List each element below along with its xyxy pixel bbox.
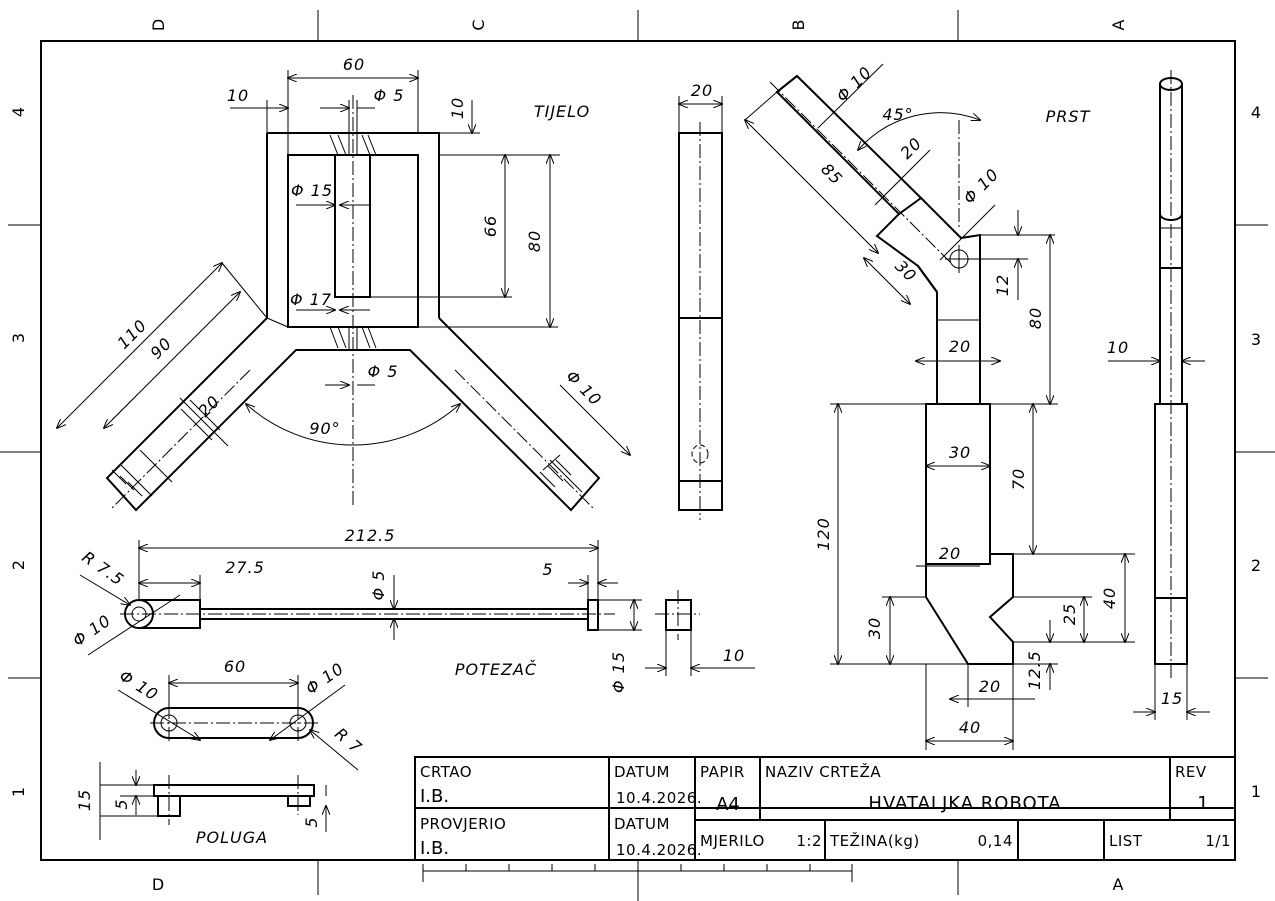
right-dim-15: 15: [1161, 689, 1183, 708]
tijelo-dim-d15: Φ 15: [291, 181, 333, 200]
tijelo-dim-d5-top: Φ 5: [374, 86, 405, 105]
tb-paper-label: PAPIR: [700, 763, 745, 781]
tb-sheet-value: 1/1: [1205, 832, 1231, 850]
tb-checked-value: I.B.: [420, 838, 449, 859]
zone-label-right-3: 3: [1251, 330, 1261, 349]
tb-name-value: HVATALJKA ROBOTA: [868, 793, 1061, 814]
side-dim-20: 20: [691, 81, 713, 100]
prst-title: PRST: [1046, 107, 1091, 126]
tb-drawn-label: CRTAO: [420, 763, 472, 781]
zone-label-right-1: 1: [1251, 782, 1261, 801]
prst-dim-85: 85: [817, 159, 846, 188]
tb-scale-label: MJERILO: [700, 832, 765, 850]
prst-dim-40-bottom: 40: [959, 718, 981, 737]
poluga-dim-d10-right: Φ 10: [302, 659, 347, 699]
prst-dim-20-jaw: 20: [939, 544, 961, 563]
poluga-view: [150, 705, 320, 825]
zone-label-left-4: 4: [9, 107, 28, 117]
tijelo-dim-d10: Φ 10: [562, 367, 605, 410]
potezac-dim-5: 5: [542, 560, 553, 579]
tb-date-label-2: DATUM: [614, 815, 670, 833]
tb-scale-value: 1:2: [796, 832, 822, 850]
poluga-title: POLUGA: [196, 828, 268, 847]
zone-label-right-2: 2: [1251, 556, 1261, 575]
poluga-dim-15: 15: [75, 789, 94, 811]
tijelo-title: TIJELO: [534, 102, 590, 121]
side-view: 20: [678, 81, 723, 520]
potezac-dim-r7-5: R 7.5: [79, 547, 128, 589]
potezac-dim-d5: Φ 5: [369, 570, 388, 601]
prst-dim-12-5: 12.5: [1025, 650, 1044, 690]
tb-weight-label: TEŽINA(kg): [829, 831, 920, 850]
zone-label-top-b: B: [789, 20, 808, 31]
tijelo-dim-d17: Φ 17: [290, 290, 332, 309]
prst-dim-12: 12: [993, 274, 1012, 296]
tb-sheet-label: LIST: [1109, 832, 1143, 850]
tijelo-dim-90deg: 90°: [309, 419, 340, 438]
prst-dim-45: 45°: [882, 105, 913, 124]
tijelo-dim-10-left: 10: [227, 86, 249, 105]
tijelo-dimensions: 60 10 Φ 5 10 66 80 Φ 15 Φ 17 Φ 5 110 90 …: [57, 55, 630, 455]
zone-label-top-d: D: [149, 19, 168, 31]
prst-dim-120: 120: [814, 517, 833, 551]
prst-dim-30-width: 30: [949, 443, 971, 462]
tb-name-label: NAZIV CRTEŽA: [765, 762, 881, 781]
tijelo-view: [105, 95, 601, 512]
tijelo-dim-d5-bottom: Φ 5: [368, 362, 399, 381]
tijelo-dim-80: 80: [525, 230, 544, 252]
tb-drawn-value: I.B.: [420, 786, 449, 807]
potezac-view: [120, 590, 700, 640]
prst-dim-d10-hole: Φ 10: [960, 165, 1003, 208]
tijelo-dim-66: 66: [481, 215, 500, 237]
zone-labels: D C B A D A 4 3 2 1 4 3 2 1: [9, 19, 1261, 894]
zone-label-top-a: A: [1109, 19, 1128, 30]
prst-dim-20-neck: 20: [949, 337, 971, 356]
tb-date-label-1: DATUM: [614, 763, 670, 781]
poluga-dim-5-right: 5: [302, 816, 321, 827]
prst-dim-25: 25: [1060, 603, 1079, 625]
right-dim-10: 10: [1107, 338, 1129, 357]
tb-rev-label: REV: [1175, 763, 1207, 781]
tb-weight-value: 0,14: [978, 832, 1013, 850]
potezac-dim-27-5: 27.5: [225, 558, 265, 577]
potezac-dim-d15: Φ 15: [609, 651, 628, 693]
tb-date-value-1: 10.4.2026.: [616, 789, 702, 807]
prst-dim-d10-top: Φ 10: [833, 63, 876, 106]
prst-dim-30-bottom: 30: [865, 617, 884, 639]
tijelo-dim-90: 90: [146, 333, 175, 362]
prst-dim-80: 80: [1026, 307, 1045, 329]
tb-date-value-2: 10.4.2026.: [616, 841, 702, 859]
tijelo-dim-110: 110: [114, 316, 151, 353]
prst-view: [769, 74, 1014, 665]
tijelo-dim-60: 60: [343, 55, 365, 74]
zone-label-left-3: 3: [9, 333, 28, 343]
tb-rev-value: 1: [1197, 793, 1208, 814]
prst-dim-40-right: 40: [1100, 587, 1119, 609]
prst-dim-20-bottom: 20: [979, 677, 1001, 696]
title-block: CRTAO I.B. PROVJERIO I.B. DATUM 10.4.202…: [414, 756, 1236, 861]
zone-label-right-4: 4: [1251, 103, 1261, 122]
zone-label-bottom-d: D: [152, 875, 164, 894]
tb-checked-label: PROVJERIO: [420, 815, 506, 833]
zone-label-left-2: 2: [9, 560, 28, 570]
tijelo-dim-10-right: 10: [448, 97, 467, 119]
potezac-dim-d10: Φ 10: [69, 611, 114, 651]
potezac-dim-10: 10: [723, 646, 745, 665]
potezac-dim-212-5: 212.5: [345, 526, 396, 545]
prst-dim-70: 70: [1009, 468, 1028, 490]
tb-paper-value: A4: [716, 794, 740, 815]
poluga-dim-5-left: 5: [112, 798, 131, 809]
zone-label-top-c: C: [469, 19, 488, 30]
poluga-dimensions: 60 Φ 10 Φ 10 R 7 15 5 5 POLUGA: [75, 657, 366, 847]
zone-label-left-1: 1: [9, 787, 28, 797]
zone-label-bottom-a: A: [1113, 875, 1124, 894]
potezac-title: POTEZAČ: [455, 660, 537, 679]
poluga-dim-60: 60: [224, 657, 246, 676]
prst-dim-30-angled: 30: [891, 256, 920, 285]
prst-dimensions: 85 Φ 10 45° 20 Φ 10 30 12 80 20 30 70 12…: [745, 63, 1135, 750]
poluga-dim-d10-left: Φ 10: [116, 666, 162, 704]
right-view: 10 15: [1107, 70, 1210, 720]
